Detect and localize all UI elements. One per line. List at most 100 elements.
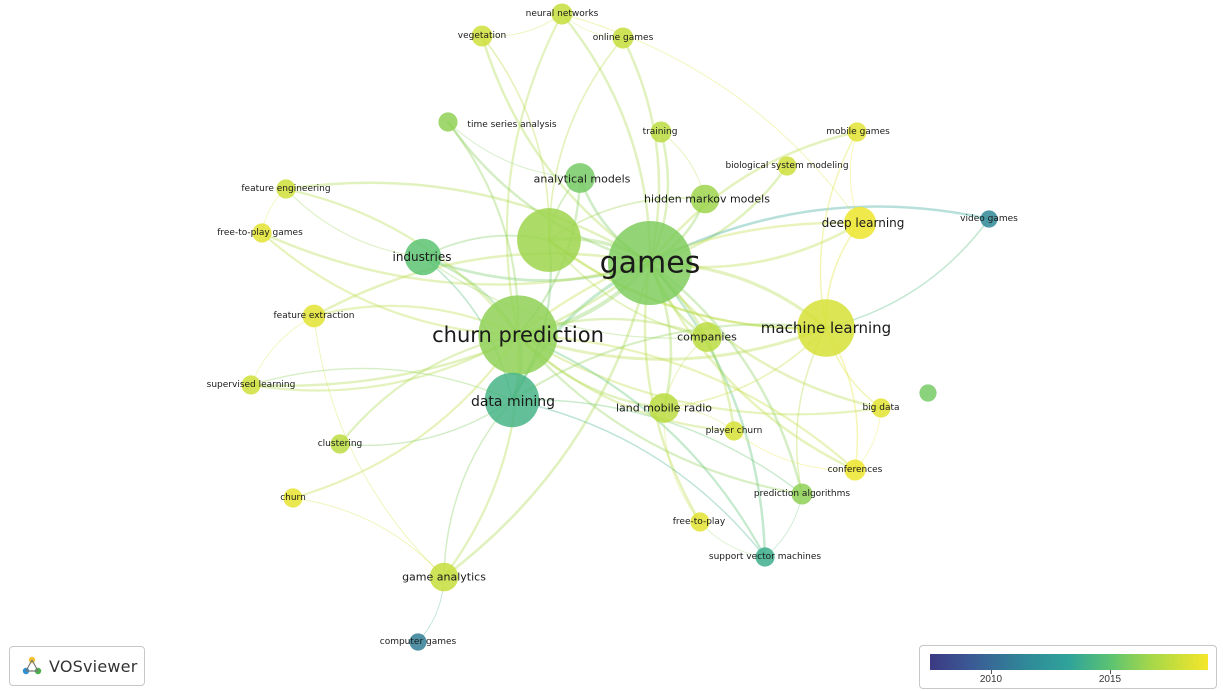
node-analytical-models[interactable] bbox=[565, 163, 595, 193]
network-link bbox=[517, 334, 803, 496]
network-link bbox=[250, 315, 315, 386]
network-nodes bbox=[241, 3, 998, 651]
node-support-vector-machines[interactable] bbox=[755, 547, 775, 567]
network-link bbox=[511, 399, 766, 558]
node-training[interactable] bbox=[650, 121, 672, 143]
node-label[interactable]: supervised learning bbox=[207, 380, 296, 390]
node-label[interactable]: player churn bbox=[706, 426, 763, 436]
legend-tick-2010 bbox=[991, 670, 992, 674]
node-online-games[interactable] bbox=[612, 27, 634, 49]
node-time-series-analysis[interactable] bbox=[438, 112, 458, 132]
node-label[interactable]: prediction algorithms bbox=[754, 489, 850, 499]
node-computer-games[interactable] bbox=[409, 633, 427, 651]
network-links bbox=[250, 13, 990, 643]
network-link bbox=[443, 262, 652, 579]
legend-label-2010: 2010 bbox=[979, 674, 1003, 685]
node-label[interactable]: clustering bbox=[318, 439, 363, 449]
node-label[interactable]: feature extraction bbox=[274, 311, 355, 321]
node-land-mobile-radio[interactable] bbox=[649, 393, 679, 423]
node-churn[interactable] bbox=[283, 488, 303, 508]
node-big-data[interactable] bbox=[871, 398, 891, 418]
node-label[interactable]: churn prediction bbox=[432, 323, 604, 347]
node-label[interactable]: hidden markov models bbox=[644, 193, 770, 206]
node-label[interactable]: neural networks bbox=[526, 9, 599, 19]
vosviewer-logo-icon bbox=[22, 656, 42, 675]
year-color-legend: 2010 2015 bbox=[919, 645, 1217, 689]
node-machine-learning[interactable] bbox=[797, 299, 855, 357]
node-free-to-play-games[interactable] bbox=[252, 223, 272, 243]
node-label[interactable]: big data bbox=[862, 403, 899, 413]
node-feature-engineering[interactable] bbox=[276, 179, 296, 199]
network-link bbox=[261, 231, 651, 286]
network-link bbox=[250, 261, 651, 388]
network-link bbox=[517, 326, 827, 361]
network-link bbox=[313, 315, 445, 578]
network-labels: games churn prediction machine learning dat… bbox=[207, 9, 1018, 647]
node-free-to-play[interactable] bbox=[690, 512, 710, 532]
node-label[interactable]: biological system modeling bbox=[725, 161, 848, 171]
color-scale-bar bbox=[930, 654, 1208, 670]
network-link bbox=[517, 333, 766, 558]
node-unlabeled[interactable] bbox=[517, 208, 581, 272]
node-conferences[interactable] bbox=[844, 459, 866, 481]
node-label[interactable]: game analytics bbox=[402, 571, 486, 584]
node-companies[interactable] bbox=[692, 322, 722, 352]
network-link bbox=[511, 323, 827, 401]
node-label[interactable]: churn bbox=[280, 493, 306, 503]
node-label[interactable]: vegetation bbox=[458, 31, 506, 41]
node-label[interactable]: video games bbox=[960, 214, 1018, 224]
node-prediction-algorithms[interactable] bbox=[791, 483, 813, 505]
network-link bbox=[649, 205, 990, 265]
node-game-analytics[interactable] bbox=[429, 562, 459, 592]
node-supervised-learning[interactable] bbox=[241, 375, 261, 395]
node-label[interactable]: time series analysis bbox=[467, 120, 556, 130]
node-neural-networks[interactable] bbox=[551, 3, 573, 25]
node-churn-prediction[interactable] bbox=[478, 295, 558, 375]
node-label[interactable]: machine learning bbox=[761, 319, 891, 337]
node-hidden-markov-models[interactable] bbox=[690, 184, 720, 214]
node-player-churn[interactable] bbox=[724, 421, 744, 441]
network-link bbox=[250, 367, 513, 401]
network-link bbox=[517, 334, 882, 416]
node-label[interactable]: analytical models bbox=[534, 173, 631, 186]
node-label[interactable]: companies bbox=[677, 331, 737, 344]
network-link bbox=[285, 188, 424, 258]
legend-tick-2015 bbox=[1110, 670, 1111, 674]
node-industries[interactable] bbox=[404, 238, 442, 276]
network-link bbox=[313, 252, 651, 318]
node-label[interactable]: online games bbox=[593, 33, 654, 43]
node-label[interactable]: conferences bbox=[828, 465, 883, 475]
network-link bbox=[447, 121, 581, 179]
node-feature-extraction[interactable] bbox=[302, 304, 326, 328]
node-video-games[interactable] bbox=[980, 210, 998, 228]
node-label[interactable]: industries bbox=[392, 250, 451, 264]
node-label[interactable]: land mobile radio bbox=[616, 402, 712, 415]
node-label[interactable]: training bbox=[643, 127, 678, 137]
node-vegetation[interactable] bbox=[471, 25, 493, 47]
node-label[interactable]: support vector machines bbox=[709, 552, 821, 562]
node-label[interactable]: free-to-play games bbox=[217, 228, 303, 238]
node-label[interactable]: deep learning bbox=[822, 216, 905, 230]
node-games[interactable] bbox=[608, 221, 692, 305]
network-link bbox=[422, 256, 708, 339]
node-data-mining[interactable] bbox=[484, 372, 540, 428]
node-label[interactable]: games bbox=[600, 246, 701, 281]
node-clustering[interactable] bbox=[330, 434, 350, 454]
node-biological-system-modeling[interactable] bbox=[777, 156, 797, 176]
node-label[interactable]: free-to-play bbox=[673, 517, 726, 527]
node-deep-learning[interactable] bbox=[843, 206, 877, 240]
node-label[interactable]: mobile games bbox=[826, 127, 890, 137]
node-label[interactable]: data mining bbox=[471, 394, 555, 410]
network-link bbox=[733, 430, 856, 471]
network-link bbox=[285, 181, 651, 265]
node-label[interactable]: computer games bbox=[380, 637, 457, 647]
network-link bbox=[649, 262, 767, 558]
node-unlabeled[interactable] bbox=[919, 384, 937, 402]
network-link bbox=[548, 239, 827, 330]
node-mobile-games[interactable] bbox=[847, 122, 867, 142]
logo-text: VOSviewer bbox=[49, 656, 138, 676]
node-label[interactable]: feature engineering bbox=[241, 184, 330, 194]
network-link bbox=[505, 13, 563, 336]
vosviewer-logo: VOSviewer bbox=[9, 646, 145, 686]
